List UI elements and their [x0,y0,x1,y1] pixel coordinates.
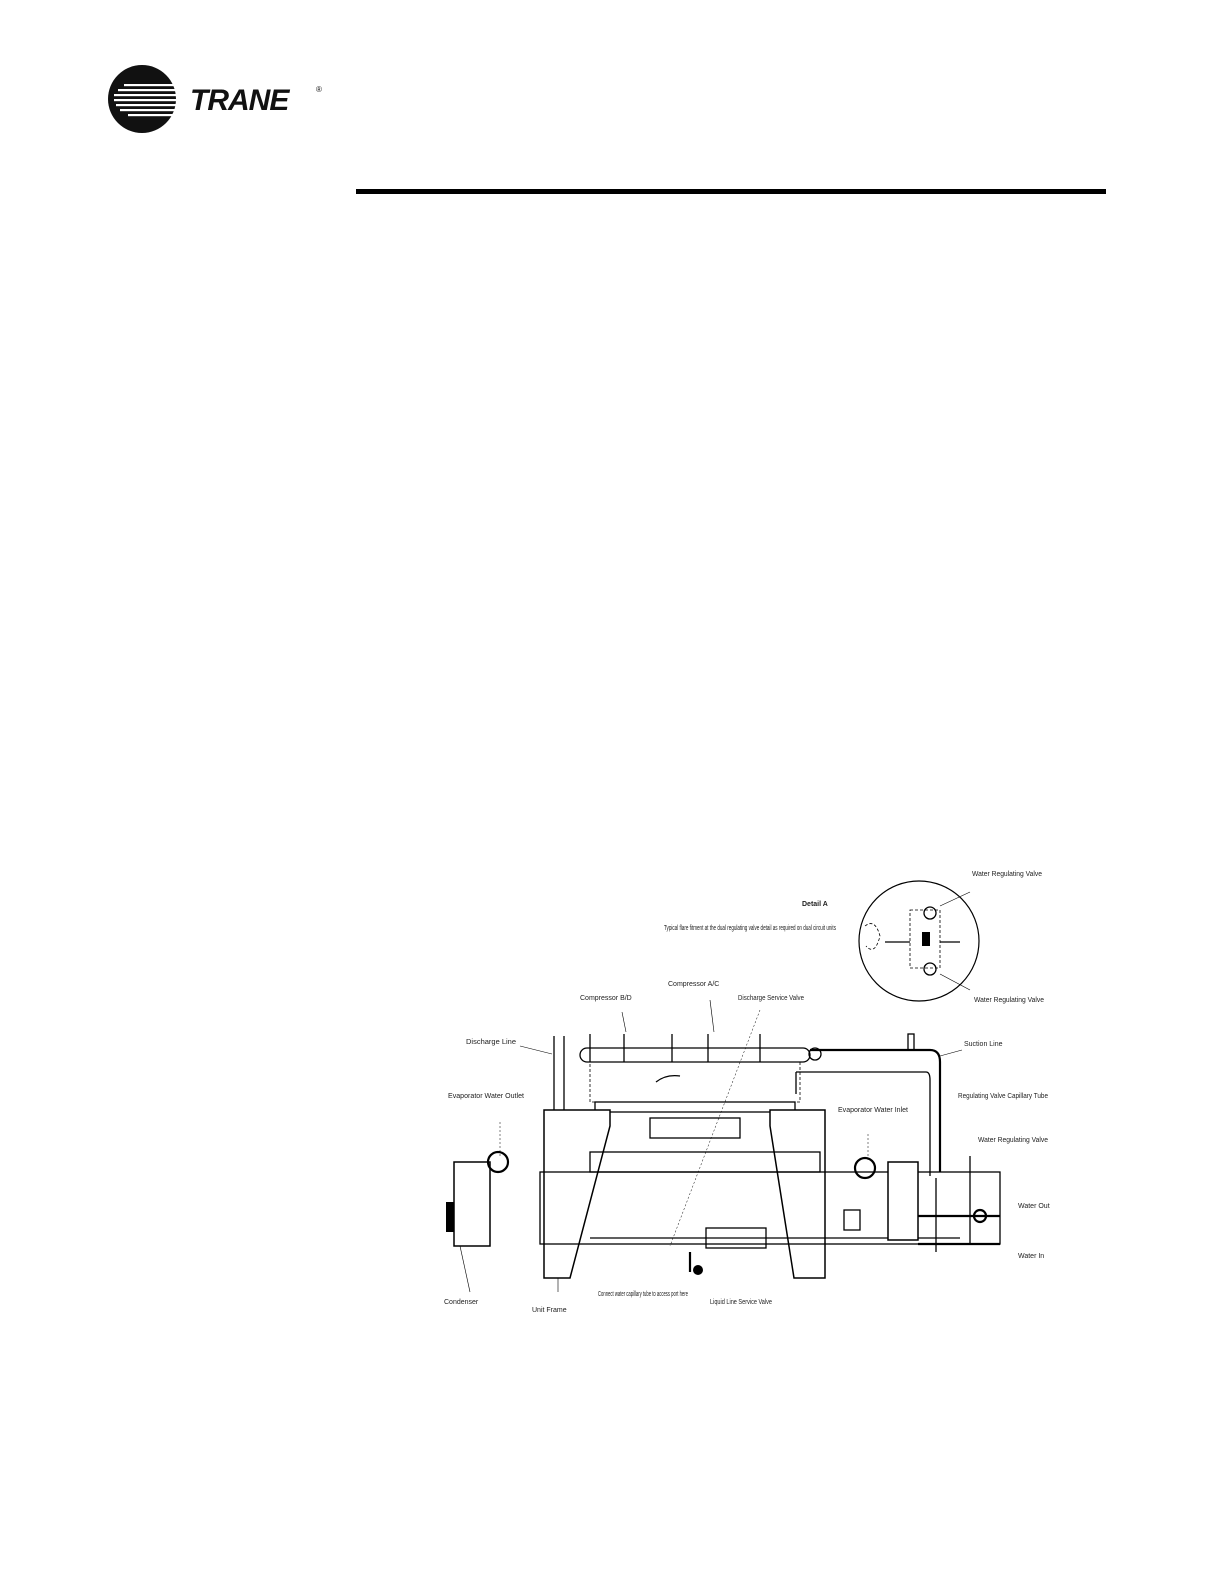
unit-frame [539,1109,1001,1279]
label-discharge-line: Discharge Line [466,1039,516,1046]
label-note: Typical flare fitment at the dual regula… [664,925,836,932]
leader-lines [459,999,963,1293]
trane-globe-icon [108,65,176,133]
label-water-out: Water Out [1018,1203,1050,1210]
trane-logo: TRANE ® [106,64,336,134]
label-suction-line: Suction Line [964,1041,1003,1048]
label-compressor-bd: Compressor B/D [580,995,632,1002]
label-water-reg-valve-right: Water Regulating Valve [978,1137,1048,1144]
label-reg-valve-cap-tube: Regulating Valve Capillary Tube [958,1093,1048,1100]
label-detail-a: Detail A [802,901,828,908]
label-evap-water-inlet: Evaporator Water Inlet [838,1107,908,1114]
label-compressor-ac: Compressor A/C [668,981,719,988]
label-discharge-valve: Discharge Service Valve [738,995,804,1002]
header-rule [356,189,1106,194]
label-water-reg-valve-top: Water Regulating Valve [972,871,1042,878]
trane-wordmark: TRANE [190,84,290,117]
water-regulating-valve-assembly [843,1156,1000,1252]
label-unit-frame: Unit Frame [532,1307,567,1314]
registered-mark: ® [316,85,322,94]
label-liquid-line-valve: Liquid Line Service Valve [710,1299,772,1306]
label-condenser: Condenser [444,1299,479,1306]
label-water-in: Water In [1018,1253,1044,1260]
liquid-line-service-valve-icon [688,1252,703,1275]
discharge-suction-piping [553,1033,942,1176]
unit-piping-diagram: Detail A Typical flare fitment at the du… [440,866,1060,1336]
label-water-reg-valve-bottom: Water Regulating Valve [974,997,1044,1004]
label-connect-cap-tube: Connect water capillary tube to access p… [598,1291,688,1298]
detail-a-inset [858,880,980,1002]
condenser-body [446,1150,877,1247]
compressors [589,1034,801,1113]
label-evap-water-outlet: Evaporator Water Outlet [448,1093,524,1100]
